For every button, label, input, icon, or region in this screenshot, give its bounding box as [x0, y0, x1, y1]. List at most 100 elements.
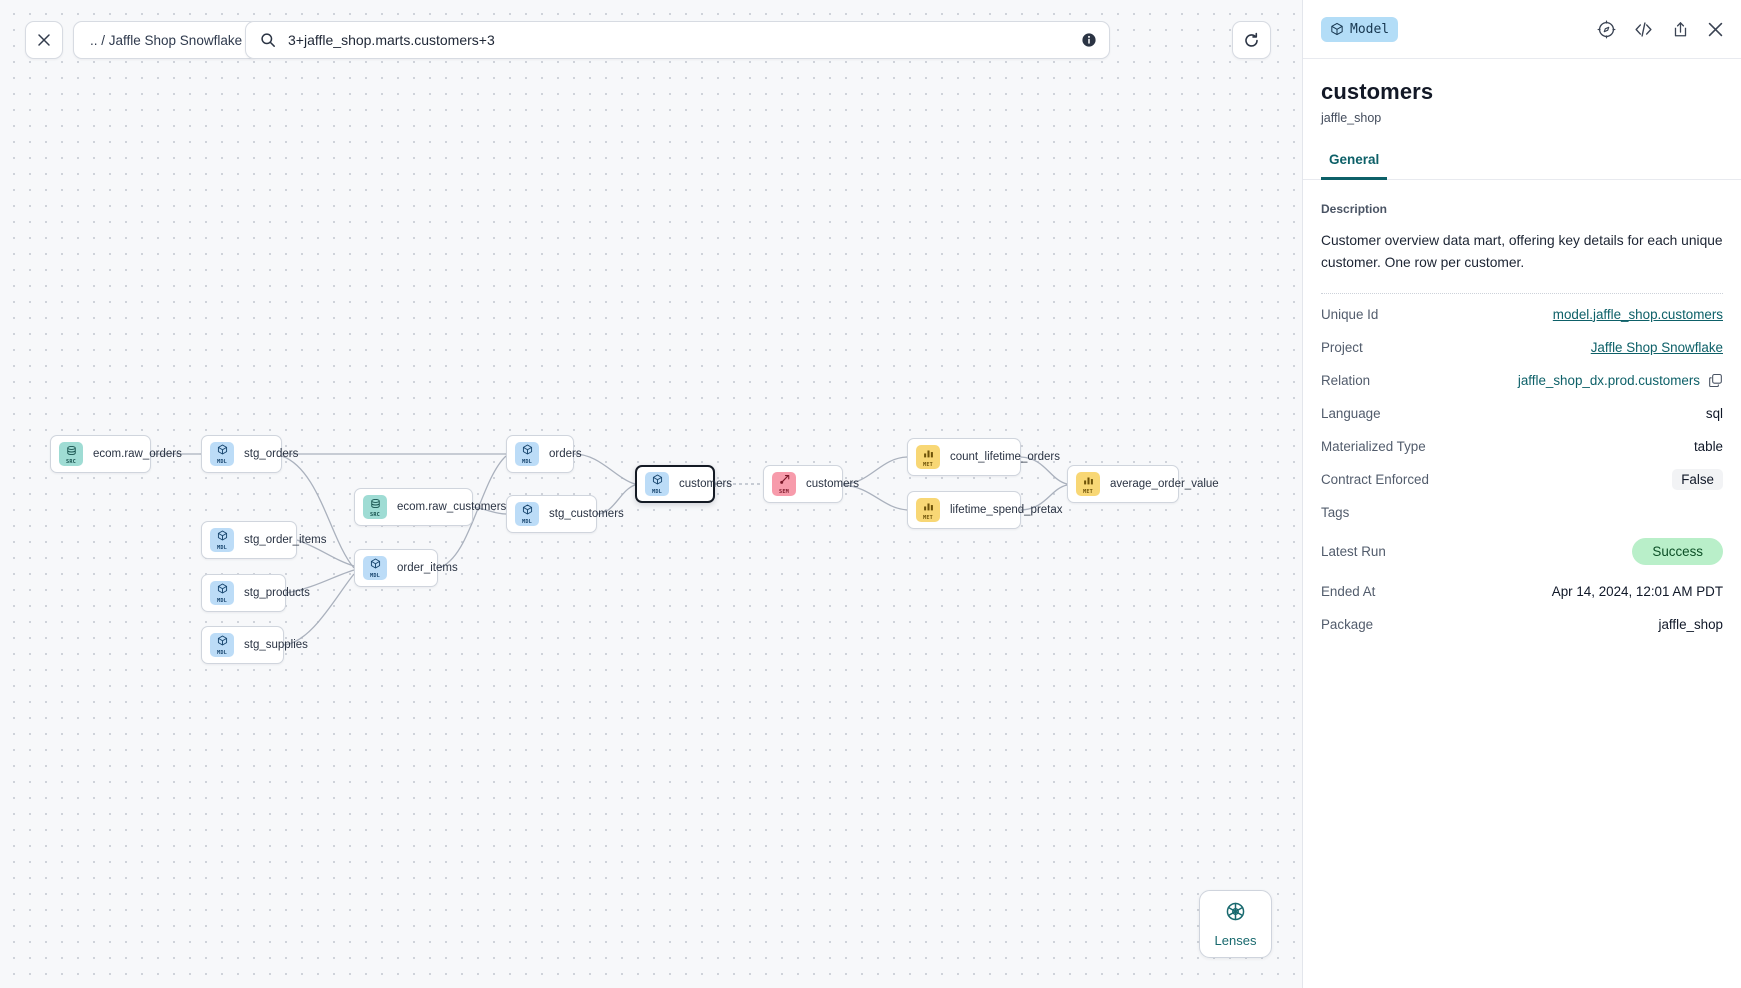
- description-text: Customer overview data mart, offering ke…: [1321, 233, 1723, 271]
- graph-node-ecom_raw_orders[interactable]: SRC ecom.raw_orders: [50, 435, 182, 473]
- src-badge-icon: SRC: [363, 495, 387, 519]
- detail-value-link[interactable]: model.jaffle_shop.customers: [1552, 306, 1723, 322]
- breadcrumb[interactable]: .. / Jaffle Shop Snowflake: [73, 21, 260, 59]
- refresh-button[interactable]: [1232, 21, 1271, 59]
- graph-node-label: stg_products: [244, 587, 310, 599]
- copy-icon[interactable]: [1708, 373, 1723, 388]
- sem-badge-icon: SEM: [772, 472, 796, 496]
- code-icon[interactable]: [1633, 19, 1654, 40]
- detail-key: Language: [1321, 405, 1381, 421]
- detail-row: Unique Id model.jaffle_shop.customers: [1321, 298, 1723, 331]
- search-input[interactable]: [288, 32, 1081, 48]
- resource-type-chip[interactable]: Model: [1321, 16, 1399, 42]
- mdl-badge-icon: MDL: [515, 442, 539, 466]
- close-icon[interactable]: [1707, 21, 1724, 38]
- divider: [1321, 292, 1723, 294]
- graph-node-label: ecom.raw_orders: [93, 448, 182, 460]
- mdl-badge-icon: MDL: [210, 528, 234, 552]
- src-badge-icon: SRC: [59, 442, 83, 466]
- explore-icon[interactable]: [1597, 20, 1616, 39]
- detail-value-wrap: False: [1672, 468, 1723, 490]
- close-icon: [38, 34, 50, 46]
- detail-row: Project Jaffle Shop Snowflake: [1321, 331, 1723, 364]
- graph-node-ecom_raw_customers[interactable]: SRC ecom.raw_customers: [354, 488, 506, 526]
- met-badge-icon: MET: [916, 445, 940, 469]
- detail-row: Relation jaffle_shop_dx.prod.customers: [1321, 364, 1723, 397]
- detail-key: Tags: [1321, 504, 1350, 520]
- panel-body: Description Customer overview data mart,…: [1303, 180, 1741, 988]
- detail-key: Contract Enforced: [1321, 471, 1429, 487]
- graph-node-label: ecom.raw_customers: [397, 501, 507, 513]
- mdl-badge-icon: MDL: [645, 472, 669, 496]
- detail-value-wrap: table: [1694, 439, 1723, 454]
- lenses-button[interactable]: Lenses: [1199, 890, 1272, 958]
- mdl-badge-icon: MDL: [210, 581, 234, 605]
- refresh-icon: [1245, 32, 1258, 47]
- detail-key: Relation: [1321, 372, 1371, 388]
- status-badge: False: [1672, 468, 1723, 490]
- graph-node-count_lifetime_orders[interactable]: MET count_lifetime_orders: [907, 438, 1060, 476]
- graph-node-label: stg_order_items: [244, 534, 327, 546]
- detail-row: Contract Enforced False: [1321, 463, 1723, 496]
- info-icon[interactable]: [1081, 32, 1097, 48]
- graph-node-label: customers: [679, 478, 733, 490]
- graph-node-customers_model[interactable]: MDL customers: [635, 465, 732, 503]
- graph-node-label: stg_customers: [549, 508, 624, 520]
- graph-node-stg_order_items[interactable]: MDL stg_order_items: [201, 521, 326, 559]
- detail-value-wrap: model.jaffle_shop.customers: [1553, 307, 1723, 322]
- search-icon: [260, 32, 276, 48]
- aperture-icon: [1225, 901, 1246, 927]
- tab-general-label: General: [1329, 152, 1380, 167]
- detail-value-wrap: jaffle_shop_dx.prod.customers: [1518, 373, 1723, 388]
- graph-node-label: stg_supplies: [244, 639, 308, 651]
- detail-value-wrap: sql: [1706, 406, 1723, 421]
- detail-key: Latest Run: [1321, 544, 1386, 560]
- detail-value: Apr 14, 2024, 12:01 AM PDT: [1551, 583, 1723, 599]
- detail-value-wrap: jaffle_shop: [1658, 617, 1723, 632]
- detail-key: Project: [1321, 339, 1363, 355]
- page-title: customers: [1321, 79, 1434, 104]
- detail-key: Materialized Type: [1321, 438, 1426, 454]
- breadcrumb-label: .. / Jaffle Shop Snowflake: [90, 32, 243, 48]
- tab-general[interactable]: General: [1321, 152, 1388, 180]
- detail-key: Unique Id: [1321, 306, 1379, 322]
- detail-key: Package: [1321, 616, 1374, 632]
- graph-node-label: stg_orders: [244, 448, 299, 460]
- mdl-badge-icon: MDL: [515, 502, 539, 526]
- detail-value-wrap: Apr 14, 2024, 12:01 AM PDT: [1552, 584, 1723, 599]
- details-panel: Model: [1302, 0, 1741, 988]
- search-bar[interactable]: [245, 21, 1110, 59]
- graph-node-stg_products[interactable]: MDL stg_products: [201, 574, 310, 612]
- detail-value-link[interactable]: Jaffle Shop Snowflake: [1590, 339, 1723, 355]
- close-graph-button[interactable]: [25, 21, 63, 59]
- graph-node-label: count_lifetime_orders: [950, 451, 1060, 463]
- graph-node-label: customers: [806, 478, 860, 490]
- detail-value: jaffle_shop_dx.prod.customers: [1517, 372, 1700, 388]
- graph-node-customers_semantic[interactable]: SEM customers: [763, 465, 859, 503]
- graph-node-label: order_items: [397, 562, 458, 574]
- detail-value-wrap: Jaffle Shop Snowflake: [1591, 340, 1723, 355]
- panel-title-block: customers jaffle_shop: [1303, 59, 1741, 125]
- detail-row: Latest Run Success: [1321, 529, 1723, 575]
- mdl-badge-icon: MDL: [210, 442, 234, 466]
- detail-row: Language sql: [1321, 397, 1723, 430]
- detail-row: Materialized Type table: [1321, 430, 1723, 463]
- met-badge-icon: MET: [916, 498, 940, 522]
- graph-node-label: average_order_value: [1110, 478, 1219, 490]
- detail-value-wrap: Success: [1632, 538, 1723, 566]
- graph-node-stg_customers[interactable]: MDL stg_customers: [506, 495, 624, 533]
- detail-row: Tags: [1321, 496, 1723, 529]
- share-icon[interactable]: [1671, 20, 1690, 39]
- lineage-canvas[interactable]: .. / Jaffle Shop Snowflake: [0, 0, 1302, 988]
- description-label: Description: [1321, 202, 1388, 216]
- panel-header: Model: [1303, 0, 1741, 59]
- detail-key: Ended At: [1321, 583, 1376, 599]
- status-badge: Success: [1632, 538, 1723, 566]
- graph-node-stg_orders[interactable]: MDL stg_orders: [201, 435, 298, 473]
